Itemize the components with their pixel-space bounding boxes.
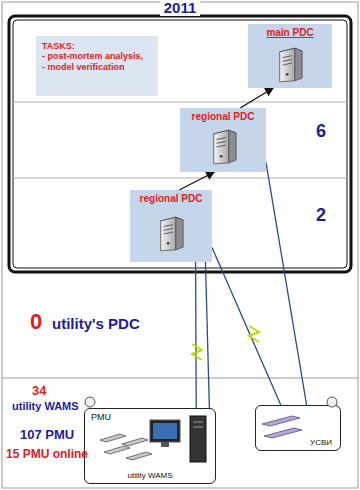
free-label: 34 xyxy=(32,384,46,398)
outer-frame-inner xyxy=(13,20,347,268)
node-box: main PDC xyxy=(248,24,332,88)
node-text: - model verification xyxy=(42,62,152,72)
monitor-screen xyxy=(153,423,177,439)
node-text: PMU xyxy=(91,412,209,422)
node-text: УСВИ xyxy=(264,438,332,447)
free-label: 2 xyxy=(316,206,326,226)
node-text: - post-mortem analysis, xyxy=(42,51,152,61)
connector xyxy=(195,262,197,408)
free-label: 15 PMU online xyxy=(6,448,88,461)
operator-icon xyxy=(85,397,95,407)
monitor-icon xyxy=(150,420,180,442)
node-text: utility WAMS xyxy=(91,471,209,480)
node-text: regional PDC xyxy=(134,193,208,205)
level-line xyxy=(13,178,347,179)
usvi-devices xyxy=(262,416,302,438)
free-label: utility's PDC xyxy=(52,316,140,333)
connector xyxy=(179,172,214,190)
server-icon xyxy=(161,217,183,251)
level-line xyxy=(13,102,347,103)
node-text: regional PDC xyxy=(184,111,262,123)
band-line xyxy=(2,378,358,379)
node-text: TASKS: xyxy=(42,41,152,51)
diagram-title: 2011 xyxy=(0,0,360,17)
monitor-stand xyxy=(161,442,169,447)
node-box: PMU utility WAMS xyxy=(84,408,216,484)
connector xyxy=(240,88,273,108)
server-icon xyxy=(280,48,302,82)
tower-slot xyxy=(193,427,203,428)
operator-icon xyxy=(327,397,337,407)
pmu-devices xyxy=(100,434,152,460)
node-box: regional PDC xyxy=(180,108,266,172)
tower-slot xyxy=(193,422,203,423)
node-text: main PDC xyxy=(252,27,328,39)
server-icon xyxy=(214,130,236,164)
free-label: utility WAMS xyxy=(12,400,79,412)
connector xyxy=(205,262,209,408)
node-box: УСВИ xyxy=(255,405,341,451)
connector xyxy=(266,162,307,405)
radio-link-symbol xyxy=(249,326,259,342)
radio-link-symbol xyxy=(192,344,202,360)
free-label: 0 xyxy=(30,310,42,334)
connector xyxy=(212,248,281,405)
free-label: 107 PMU xyxy=(20,428,74,442)
free-label: 6 xyxy=(316,122,326,142)
node-box: regional PDC xyxy=(130,190,212,262)
outer-frame xyxy=(9,16,351,272)
tower-icon xyxy=(190,416,206,462)
node-box: TASKS:- post-mortem analysis,- model ver… xyxy=(36,36,158,96)
